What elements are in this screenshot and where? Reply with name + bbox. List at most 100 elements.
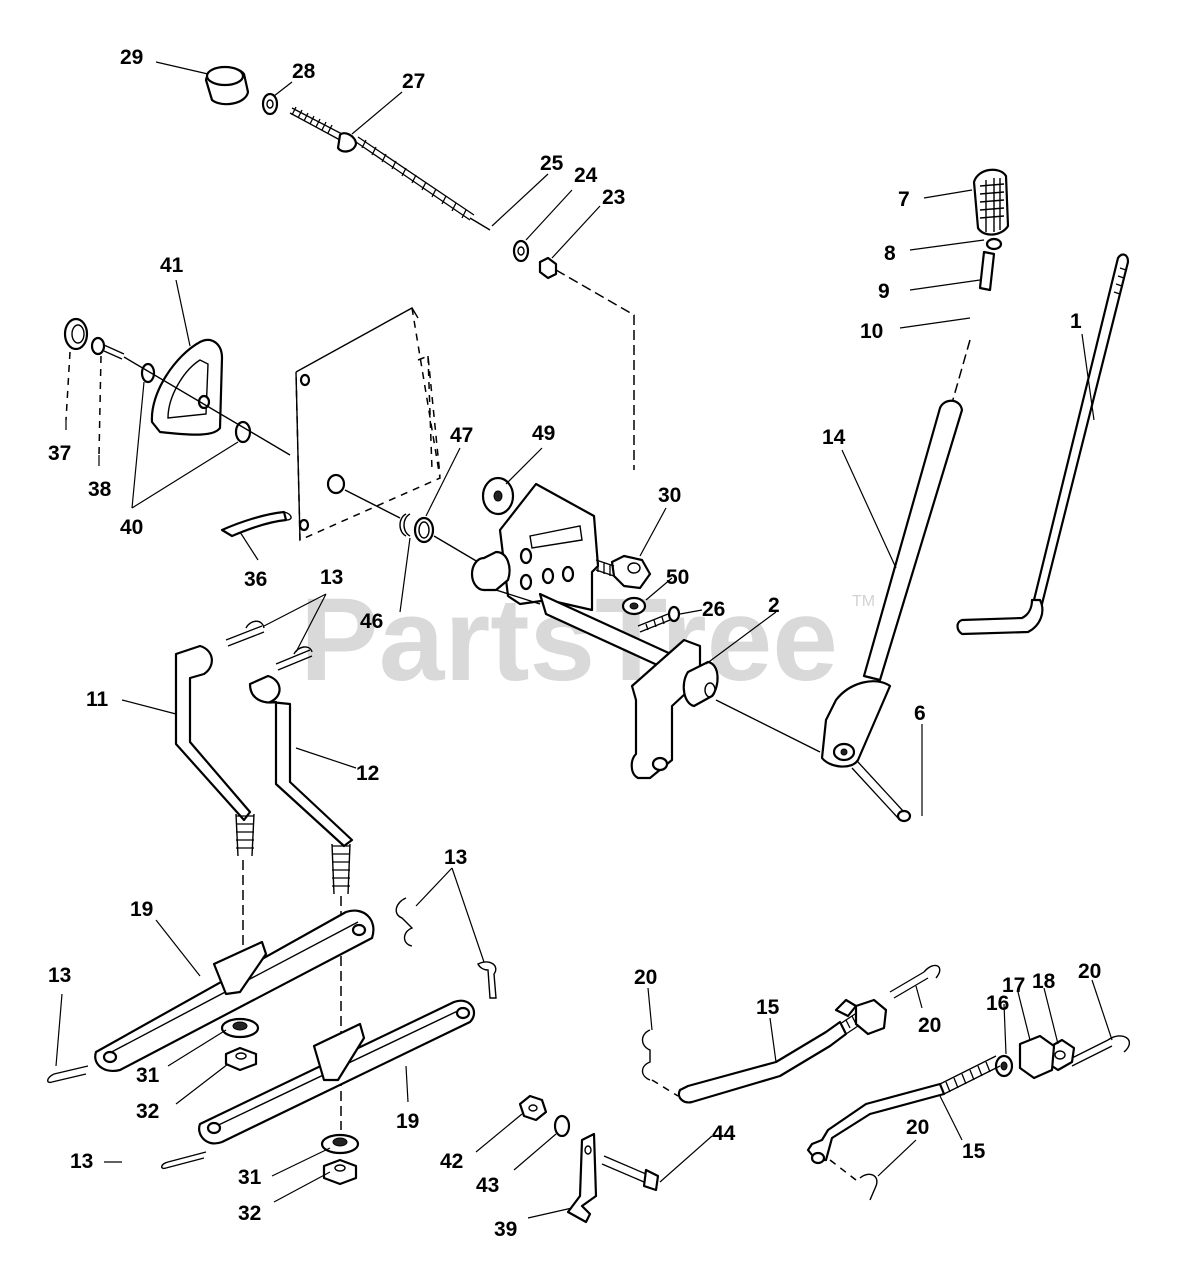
callout-20-left: 20	[634, 966, 657, 989]
part-24-washer	[512, 239, 530, 263]
callout-30: 30	[658, 484, 681, 507]
mounting-plate	[295, 307, 441, 542]
part-9-sleeve	[978, 250, 996, 292]
shaft-tube	[470, 550, 692, 682]
part-38-screw	[90, 336, 125, 360]
part-8-ring	[985, 237, 1003, 251]
callout-17: 17	[1002, 974, 1025, 997]
part-37-cap	[63, 317, 89, 351]
callout-13-right: 13	[444, 846, 467, 869]
part-15-rod-upper	[677, 1011, 865, 1104]
part-11-link	[174, 644, 255, 857]
shaft-bushing	[326, 473, 346, 495]
callout-37: 37	[48, 442, 71, 465]
callout-2: 2	[768, 594, 780, 617]
part-13-pin-upper-b	[275, 646, 313, 671]
lift-bracket-plate	[498, 482, 600, 612]
part-7-grip	[972, 168, 1010, 236]
part-49-washer	[481, 476, 515, 516]
callout-20-right: 20	[1078, 960, 1101, 983]
callout-32-upper: 32	[136, 1100, 159, 1123]
part-14-lever	[820, 399, 964, 768]
part-13-pin-bottom	[161, 1151, 207, 1170]
callout-10: 10	[860, 320, 883, 343]
part-27-threaded-rod	[289, 106, 491, 231]
part-46-ring	[399, 513, 411, 537]
part-13-pin-right-a	[395, 897, 414, 947]
rod-15-upper-swivel	[834, 998, 888, 1036]
part-28-washer	[261, 92, 279, 116]
shaft-axis-mid	[433, 535, 479, 563]
callout-13-bottom: 13	[70, 1150, 93, 1173]
part-13-pin-left	[47, 1065, 89, 1084]
callout-1: 1	[1070, 310, 1082, 333]
callout-13-upper: 13	[320, 566, 343, 589]
part-30-swivel	[595, 554, 652, 590]
callout-7: 7	[898, 188, 910, 211]
part-17-block	[1018, 1034, 1056, 1080]
callout-47: 47	[450, 424, 473, 447]
part-50-washer	[621, 596, 647, 616]
part-20-clip-left	[641, 1029, 651, 1081]
callout-15-lower: 15	[962, 1140, 986, 1163]
callout-15-upper: 15	[756, 996, 780, 1019]
callout-6: 6	[914, 702, 926, 725]
part-44-bolt	[601, 1155, 660, 1192]
part-36-spring-clip	[220, 510, 292, 538]
lift-arm-axis	[715, 699, 821, 753]
callout-labels: 29 28 27 25 24 23 41 37 38 40 36 47 46 4…	[48, 46, 1101, 1241]
shaft-axis-upper	[344, 489, 401, 519]
bracket-axis	[123, 356, 291, 456]
callout-20-lower: 20	[906, 1116, 929, 1139]
leader-dash-37	[65, 351, 71, 421]
part-26-bolt	[637, 605, 681, 633]
part-13-pin-upper-a	[225, 620, 265, 647]
part-41-bracket	[150, 338, 224, 436]
knob-shaft-axis	[555, 269, 635, 470]
part-2-lift-arm	[630, 638, 719, 780]
callout-16: 16	[986, 992, 1009, 1015]
callout-40: 40	[120, 516, 143, 539]
callout-20-upper: 20	[918, 1014, 941, 1037]
part-16-nut	[994, 1054, 1014, 1078]
part-1-rod	[956, 253, 1130, 636]
callout-46: 46	[360, 610, 383, 633]
callout-23: 23	[602, 186, 625, 209]
callout-31-lower: 31	[238, 1166, 262, 1189]
callout-39: 39	[494, 1218, 517, 1241]
callout-42: 42	[440, 1150, 463, 1173]
callout-18: 18	[1032, 970, 1056, 993]
part-12-link	[248, 674, 354, 895]
part-40-washer-upper	[140, 362, 156, 384]
part-43-washer	[553, 1114, 571, 1138]
part-39-bracket	[566, 1132, 598, 1224]
part-13-pin-right-b	[477, 961, 497, 999]
part-29-knob	[204, 65, 250, 106]
part-32-nut-upper	[224, 1046, 258, 1072]
part-20-clip-right	[1067, 1035, 1131, 1067]
part-31-bushing-upper	[220, 1017, 260, 1039]
handle-axis	[949, 339, 971, 411]
part-23-nut	[538, 256, 558, 280]
callout-43: 43	[476, 1174, 499, 1197]
callout-11: 11	[86, 688, 109, 711]
callout-19-lower: 19	[396, 1110, 419, 1133]
callout-32-lower: 32	[238, 1202, 261, 1225]
callout-50: 50	[666, 566, 689, 589]
part-15-rod-lower	[806, 1055, 1001, 1165]
callout-8: 8	[884, 242, 896, 265]
part-20-clip-upper	[889, 964, 941, 999]
callout-24: 24	[574, 164, 598, 187]
callout-25: 25	[540, 152, 564, 175]
callout-38: 38	[88, 478, 112, 501]
leader-lines	[55, 61, 1113, 1219]
callout-28: 28	[292, 60, 316, 83]
callout-44: 44	[712, 1122, 736, 1145]
part-32-nut-lower	[322, 1158, 358, 1186]
rod-15-upper-axis	[651, 1079, 679, 1097]
callout-9: 9	[878, 280, 890, 303]
callout-49: 49	[532, 422, 555, 445]
part-6-bolt	[851, 761, 912, 823]
part-47-ring	[413, 516, 435, 544]
